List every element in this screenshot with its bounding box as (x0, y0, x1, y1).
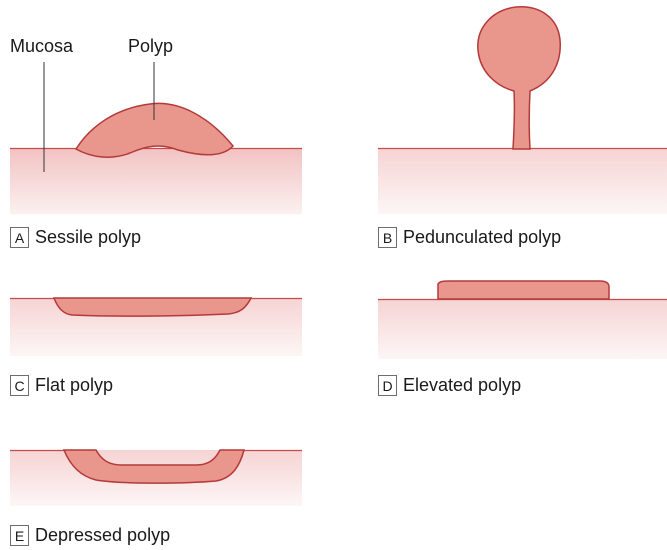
panel-letter-c: C (10, 375, 29, 396)
panel-letter-b: B (378, 227, 397, 248)
elevated-polyp-shape (438, 281, 609, 299)
panel-letter-a: A (10, 227, 29, 248)
flat-polyp-shape (54, 298, 251, 316)
caption-text-c: Flat polyp (35, 375, 113, 396)
caption-d: D Elevated polyp (378, 375, 521, 396)
panel-letter-d: D (378, 375, 397, 396)
mucosa-layer-d (378, 299, 667, 359)
panel-e-depressed (10, 450, 302, 506)
panel-b-pedunculated (378, 7, 667, 214)
pedunculated-polyp-shape (478, 7, 560, 149)
caption-e: E Depressed polyp (10, 525, 170, 546)
caption-b: B Pedunculated polyp (378, 227, 561, 248)
panel-a-sessile (10, 62, 302, 214)
mucosa-layer-a (10, 148, 302, 214)
mucosa-label: Mucosa (10, 36, 73, 57)
polyp-label: Polyp (128, 36, 173, 57)
caption-c: C Flat polyp (10, 375, 113, 396)
panel-c-flat (10, 298, 302, 356)
caption-text-b: Pedunculated polyp (403, 227, 561, 248)
panel-letter-e: E (10, 525, 29, 546)
caption-a: A Sessile polyp (10, 227, 141, 248)
panel-d-elevated (378, 281, 667, 359)
caption-text-d: Elevated polyp (403, 375, 521, 396)
mucosa-layer-b (378, 148, 667, 214)
caption-text-a: Sessile polyp (35, 227, 141, 248)
caption-text-e: Depressed polyp (35, 525, 170, 546)
